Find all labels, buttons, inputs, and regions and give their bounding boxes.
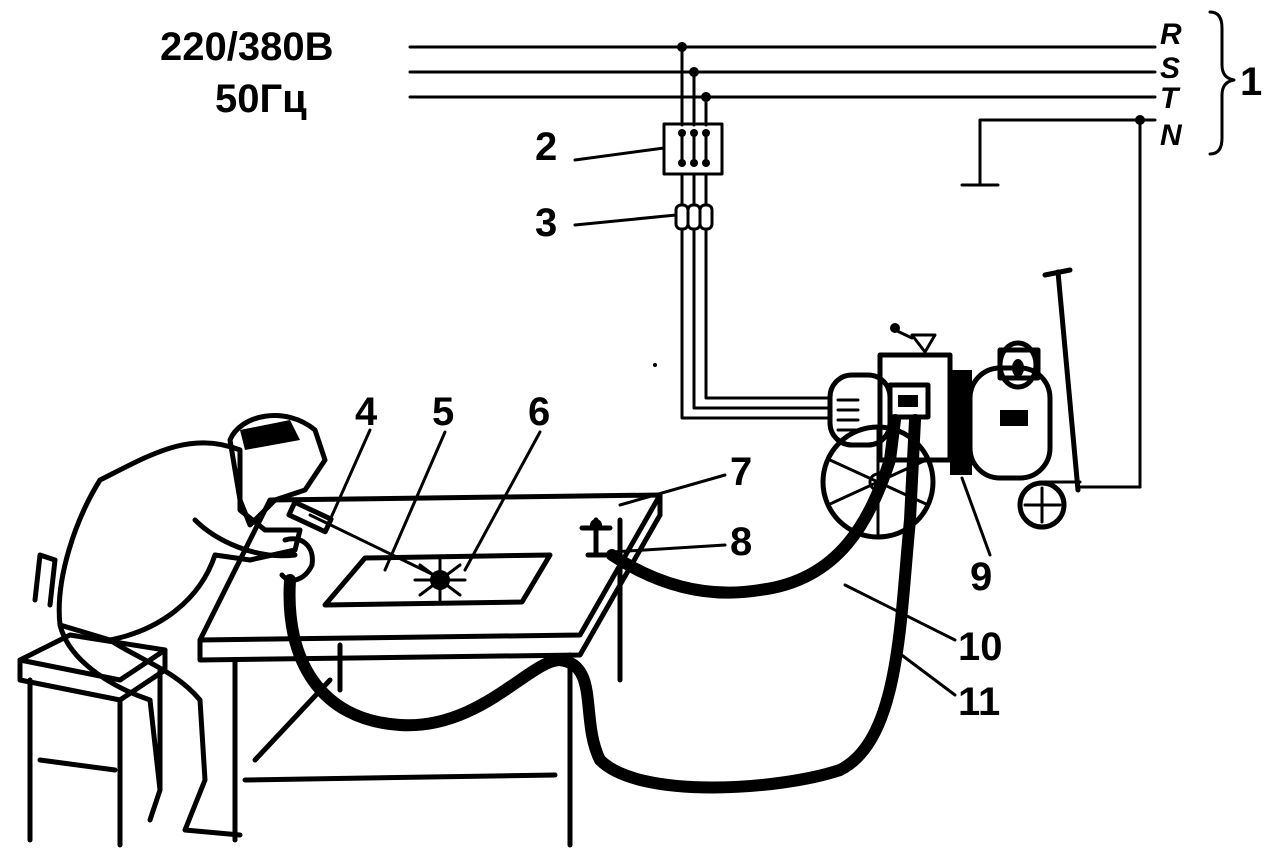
supply-taps: [677, 42, 711, 127]
welding-table: [197, 492, 663, 848]
callout-7: 7: [730, 450, 752, 494]
phase-r-label: R: [1160, 18, 1182, 51]
callout-6-leader: [463, 430, 542, 572]
welder-figure: [32, 413, 328, 838]
fuses: [674, 203, 714, 231]
workpiece: [322, 552, 553, 608]
callout-3: 3: [535, 201, 557, 245]
switch-box: [662, 122, 724, 176]
stool: [17, 632, 168, 848]
supply-voltage-label: 220/380В: [160, 25, 333, 69]
switch-to-fuse-wires: [680, 172, 708, 207]
supply-cable: [680, 227, 832, 420]
callout-11: 11: [958, 680, 1000, 724]
callout-2: 2: [535, 125, 557, 169]
callout-10-leader: [843, 583, 957, 642]
ground-clamp: [579, 517, 613, 558]
callout-4: 4: [355, 390, 378, 434]
callout-9: 9: [970, 555, 992, 599]
dot-mark: [653, 363, 657, 367]
electrode: [308, 513, 442, 580]
phase-s-label: S: [1160, 52, 1180, 85]
callout-4-leader: [328, 428, 372, 522]
electrode-cable: [283, 414, 921, 794]
callout-6: 6: [528, 390, 550, 434]
phase-brace: [1208, 10, 1236, 156]
welding-arc: [413, 558, 467, 602]
callout-7-leader: [618, 473, 727, 507]
electrode-holder: [286, 499, 334, 535]
callout-8-leader: [610, 543, 727, 554]
supply-lines: [408, 45, 1157, 489]
phase-n-label: N: [1160, 119, 1183, 152]
callout-2-leader: [573, 146, 666, 162]
welding-machine: [820, 267, 1082, 540]
callout-10: 10: [958, 625, 1003, 669]
callout-11-leader: [893, 648, 957, 697]
ground-cable: [606, 414, 901, 599]
callout-5: 5: [432, 390, 454, 434]
callout-1: 1: [1240, 60, 1262, 104]
callout-3-leader: [573, 213, 678, 227]
line-n: [978, 118, 1157, 187]
callout-8: 8: [730, 520, 752, 564]
callout-5-leader: [383, 430, 447, 572]
callout-9-leader: [960, 476, 992, 557]
phase-t-label: T: [1160, 82, 1181, 115]
supply-frequency-label: 50Гц: [215, 77, 307, 121]
